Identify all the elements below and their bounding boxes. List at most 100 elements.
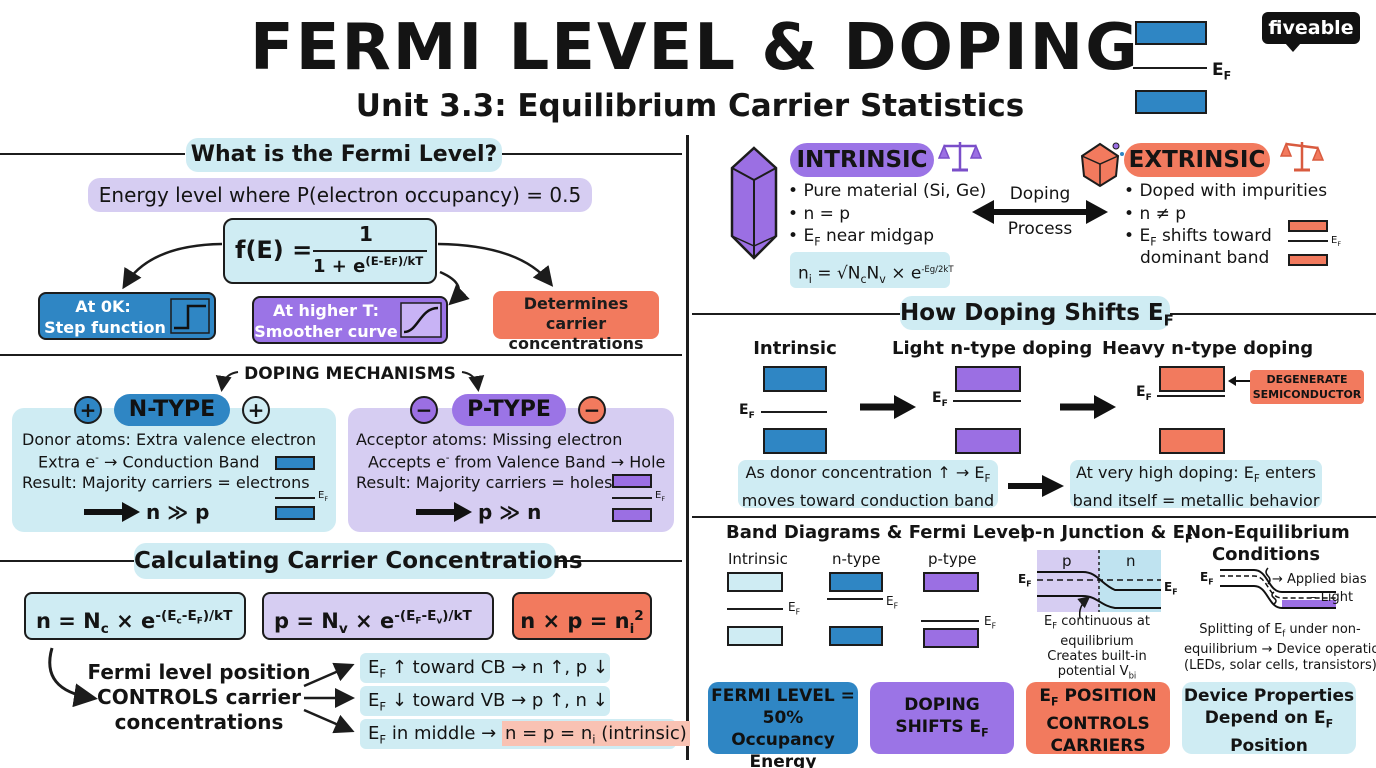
ptype-line2: Accepts e- from Valence Band → Hole: [368, 452, 666, 472]
band-col-intrinsic: Intrinsic: [728, 550, 788, 568]
noneq-applied-bias: → Applied bias: [1272, 572, 1367, 587]
shift-arrow-1: [860, 395, 916, 419]
shift-col-light: Light n-type doping: [892, 338, 1093, 359]
right-divider-2: [692, 516, 1376, 518]
calc-heading: Calculating Carrier Concentrations: [134, 543, 583, 579]
bd-ntype-ef: [827, 598, 883, 600]
shift-heavy-ef-label: EF: [1136, 384, 1152, 403]
eq-np-box: n × p = ni2: [512, 592, 652, 640]
ptype-vb-icon: [612, 508, 652, 522]
header-valence-band: [1135, 90, 1207, 114]
ntype-ef-icon: [275, 497, 315, 499]
pn-n-region: [1099, 550, 1161, 612]
center-divider: [686, 135, 689, 760]
pn-note: EF continuous at equilibrium Creates bui…: [1044, 614, 1150, 681]
noneq-ef-label: EF: [1200, 570, 1214, 587]
doping-process-label-2: Process: [1007, 219, 1073, 239]
pn-n-label: n: [1126, 552, 1136, 570]
pn-heading: p-n Junction & EF: [1022, 522, 1193, 546]
pn-band-curves: [1037, 550, 1161, 612]
controls-text-3: concentrations: [114, 710, 284, 734]
eq-n-box: n = Nc × e-(Ec-EF)/kT: [24, 592, 246, 640]
ntype-line1: Donor atoms: Extra valence electron: [22, 430, 317, 449]
ntype-cb-icon: [275, 456, 315, 470]
ptype-minus-left: −: [410, 396, 438, 424]
header-conduction-band: [1135, 21, 1207, 45]
bd-ptype-vb: [923, 628, 979, 648]
right-divider-1: [692, 313, 900, 315]
logo-speech-tail: [1285, 43, 1301, 52]
doping-process-arrow: [972, 200, 1108, 224]
page-title: FERMI LEVEL & DOPING: [250, 11, 1140, 85]
left-divider-3: [0, 560, 134, 562]
rule-ef-up: EF ↑ toward CB → n ↑, p ↓: [360, 653, 610, 683]
crystal-icon: [730, 146, 778, 260]
shift-intrinsic-cb: [763, 366, 827, 392]
shift-note-arrow: [1008, 475, 1064, 497]
intrinsic-b1: • Pure material (Si, Ge): [788, 181, 987, 201]
shift-note-2: At very high doping: EF enters band itse…: [1070, 460, 1322, 510]
left-divider-1: [0, 153, 185, 155]
higher-temp-box: At higher T: Smoother curve: [252, 296, 448, 344]
left-divider-2: [0, 354, 682, 356]
ptype-ef-icon: [612, 497, 652, 499]
extrinsic-vb-icon: [1288, 254, 1328, 266]
shift-intrinsic-ef: [761, 411, 827, 413]
extrinsic-balance-icon: [1280, 142, 1324, 172]
ntype-vb-icon: [275, 506, 315, 520]
extrinsic-ef-label: EF: [1331, 235, 1342, 248]
shift-light-ef-label: EF: [932, 390, 948, 409]
pn-note-arrow: [1077, 596, 1091, 619]
intrinsic-formula: ni = √NcNv × e-Eg/2kT: [790, 252, 954, 288]
extrinsic-b2: • n ≠ p: [1124, 204, 1187, 224]
shift-light-vb: [955, 428, 1021, 454]
shift-note-1: As donor concentration ↑ → EF moves towa…: [738, 460, 998, 510]
ptype-result-arrow: [416, 502, 472, 522]
band-col-ptype: p-type: [928, 550, 977, 568]
bd-intrinsic-ef-label: EF: [788, 600, 801, 617]
shift-intrinsic-ef-label: EF: [739, 402, 755, 421]
shift-light-ef: [953, 400, 1021, 402]
controls-text-1: Fermi level position: [87, 660, 311, 684]
ptype-result: p ≫ n: [478, 500, 542, 524]
shift-arrow-2: [1060, 395, 1116, 419]
band-col-ntype: n-type: [832, 550, 881, 568]
fermi-arrows: [122, 242, 554, 306]
fiveable-logo[interactable]: fiveable: [1262, 12, 1360, 44]
shift-col-intrinsic: Intrinsic: [753, 338, 837, 359]
bd-ptype-ef-label: EF: [984, 614, 997, 631]
bd-ntype-cb: [829, 572, 883, 592]
shift-heavy-cb: [1159, 366, 1225, 392]
pn-p-label: p: [1062, 552, 1072, 570]
rule-ef-middle: EF in middle → n = p = ni (intrinsic): [360, 719, 690, 749]
ntype-line2: Extra e- → Conduction Band: [38, 452, 260, 472]
pn-ef-left: EF: [1018, 572, 1032, 589]
ptype-ef-label: EF: [655, 490, 666, 503]
smooth-curve-icon: [400, 302, 442, 338]
left-divider-3b: [556, 560, 682, 562]
shift-heavy-vb: [1159, 428, 1225, 454]
determines-box: Determines carrier concentrations: [493, 291, 659, 353]
controls-text-2: CONTROLS carrier: [97, 685, 301, 709]
ntype-title: N-TYPE: [114, 394, 230, 426]
fermi-dirac-equation: f(E) = 1 1 + e(E-EF)/kT: [223, 218, 437, 284]
intrinsic-balance-icon: [938, 142, 982, 172]
extrinsic-title: EXTRINSIC: [1124, 143, 1270, 177]
controls-arrows: [48, 647, 355, 734]
ntype-plus-right: +: [242, 396, 270, 424]
shift-heading: How Doping Shifts EF: [900, 296, 1174, 330]
ptype-line3: Result: Majority carriers = holes: [356, 473, 613, 492]
eq-p-box: p = Nv × e-(EF-Ev)/kT: [262, 592, 494, 640]
ntype-ef-label: EF: [318, 490, 329, 503]
extrinsic-b1: • Doped with impurities: [1124, 181, 1328, 201]
shift-light-cb: [955, 366, 1021, 392]
header-fermi-line: [1133, 67, 1207, 69]
ntype-result: n ≫ p: [146, 500, 210, 524]
ptype-line1: Acceptor atoms: Missing electron: [356, 430, 623, 449]
fermi-definition: Energy level where P(electron occupancy)…: [88, 178, 592, 212]
